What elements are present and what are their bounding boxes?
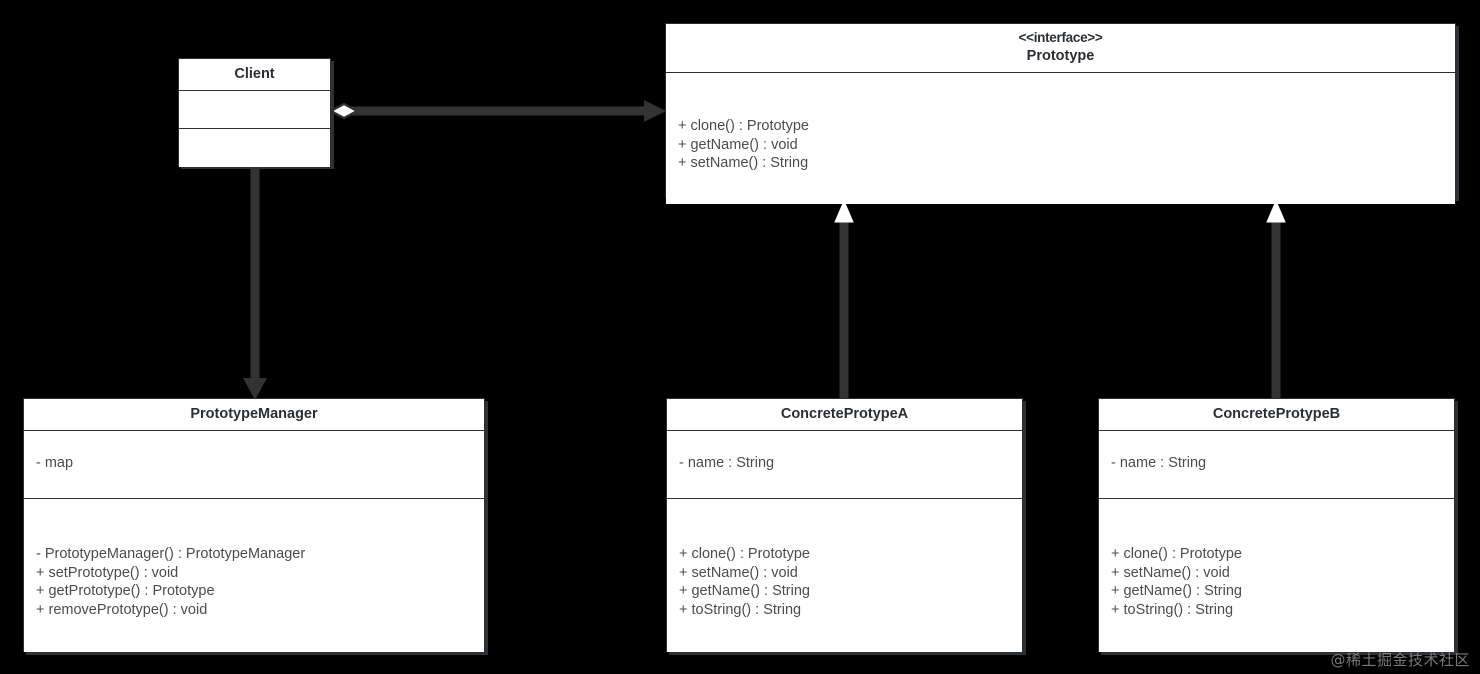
- operation-item: + removePrototype() : void: [36, 601, 208, 618]
- operation-item: + clone() : Prototype: [679, 546, 810, 563]
- class-operations-prototype-manager: - PrototypeManager() : PrototypeManager+…: [24, 499, 484, 653]
- operation-list: + clone() : Prototype + getName() : void +…: [666, 117, 1455, 173]
- attribute-list: - map: [24, 454, 484, 473]
- operation-item: + setName() : void: [679, 564, 798, 581]
- operation-item: + toString() : String: [1111, 601, 1234, 618]
- class-operations-concrete-prototype-a: + clone() : Prototype+ setName() : void +…: [667, 499, 1022, 653]
- attribute-item: - name : String: [1111, 455, 1207, 472]
- aggregation-diamond-icon: [328, 102, 360, 120]
- class-attributes-concrete-prototype-b: - name : String: [1099, 431, 1454, 500]
- operation-item: + clone() : Prototype: [678, 118, 809, 134]
- class-stereotype-prototype: <<interface>>: [1018, 30, 1103, 45]
- class-box-concrete-prototype-a[interactable]: ConcreteProtypeA - name : String + clone…: [666, 398, 1023, 653]
- inheritance-triangle-icon: [834, 199, 854, 223]
- attribute-item: - name : String: [679, 455, 775, 472]
- class-title-prototype-manager: PrototypeManager: [24, 399, 484, 432]
- attribute-list: - name : String: [1099, 454, 1454, 473]
- operation-item: - PrototypeManager() : PrototypeManager: [36, 546, 306, 563]
- edge-client-prototypemanager: [243, 167, 267, 400]
- edge-concreteb-prototype: [1266, 199, 1286, 398]
- operation-item: + getName() : String: [679, 583, 810, 600]
- class-box-prototype-manager[interactable]: PrototypeManager - map - PrototypeManage…: [23, 398, 485, 653]
- class-title-prototype: <<interface>> Prototype: [666, 24, 1455, 73]
- class-name-prototype: Prototype: [1026, 47, 1095, 64]
- class-box-prototype[interactable]: <<interface>> Prototype + clone() : Prot…: [665, 23, 1456, 204]
- class-attributes-client: [179, 91, 330, 130]
- class-title-concrete-prototype-b: ConcreteProtypeB: [1099, 399, 1454, 432]
- operation-list: + clone() : Prototype+ setName() : void +…: [667, 545, 1022, 619]
- operation-item: + setName() : String: [678, 155, 809, 171]
- class-operations-client: [179, 129, 330, 168]
- class-operations-prototype: + clone() : Prototype + getName() : void +…: [666, 73, 1455, 204]
- operation-item: + setPrototype() : void: [36, 564, 179, 581]
- operation-item: + clone() : Prototype: [1111, 546, 1242, 563]
- operation-item: + getPrototype() : Prototype: [36, 583, 215, 600]
- class-title-concrete-prototype-a: ConcreteProtypeA: [667, 399, 1022, 432]
- attribute-list: - name : String: [667, 454, 1022, 473]
- class-box-concrete-prototype-b[interactable]: ConcreteProtypeB - name : String + clone…: [1098, 398, 1455, 653]
- operation-item: + setName() : void: [1111, 564, 1230, 581]
- operation-item: + getName() : String: [1111, 583, 1242, 600]
- arrow-head-icon: [644, 100, 666, 122]
- watermark: @稀土掘金技术社区: [1330, 651, 1470, 669]
- class-box-client[interactable]: Client: [178, 58, 331, 168]
- class-attributes-prototype-manager: - map: [24, 431, 484, 500]
- operation-item: + toString() : String: [679, 601, 802, 618]
- edge-concretea-prototype: [834, 199, 854, 398]
- arrow-head-icon: [243, 378, 267, 400]
- edge-client-prototype: [328, 100, 666, 122]
- operation-list: + clone() : Prototype+ setName() : void +…: [1099, 545, 1454, 619]
- inheritance-triangle-icon: [1266, 199, 1286, 223]
- class-title-client: Client: [179, 59, 330, 92]
- class-attributes-concrete-prototype-a: - name : String: [667, 431, 1022, 500]
- operation-list: - PrototypeManager() : PrototypeManager+…: [24, 545, 484, 619]
- class-operations-concrete-prototype-b: + clone() : Prototype+ setName() : void +…: [1099, 499, 1454, 653]
- operation-item: + getName() : void: [678, 136, 798, 153]
- attribute-item: - map: [36, 455, 74, 472]
